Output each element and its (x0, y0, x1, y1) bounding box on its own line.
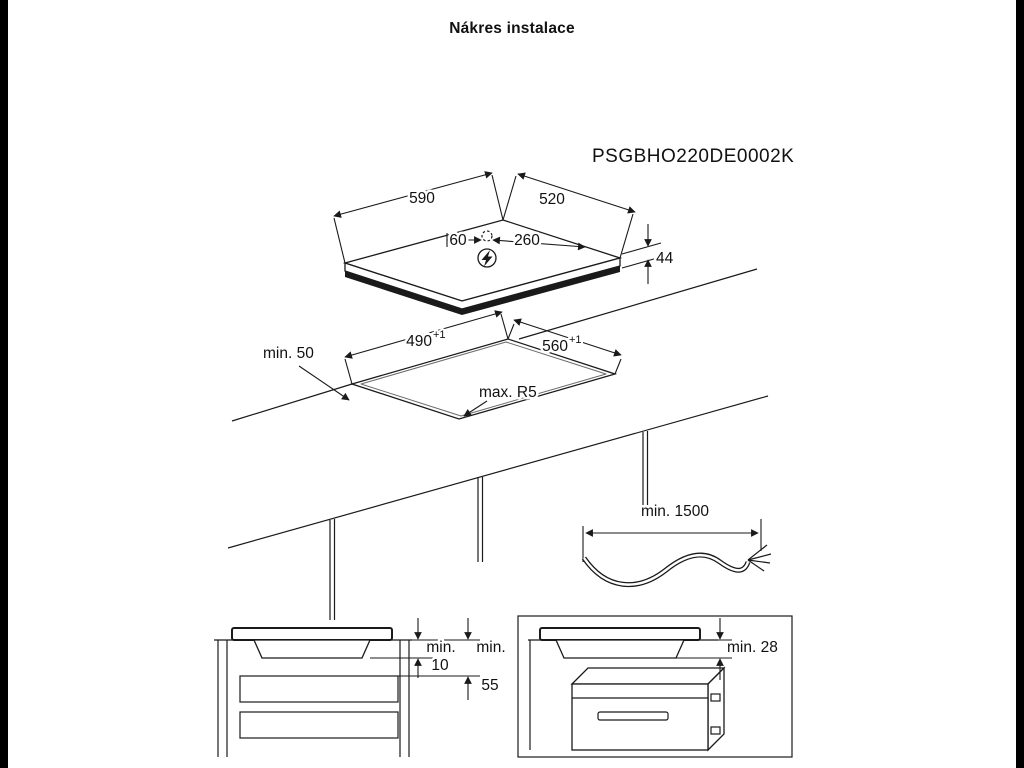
dim-560-label: 560 (542, 338, 568, 355)
oven-view-frame (517, 615, 793, 758)
dim-490-tolerance: +1 (433, 329, 446, 341)
hob-body-profile (252, 639, 372, 659)
hob-base-band (345, 266, 620, 315)
model-code: PSGBHO220DE0002K (592, 146, 794, 167)
cutout-hole (349, 338, 618, 420)
page-title: Nákres instalace (449, 20, 575, 37)
dim-44-label: 44 (656, 250, 674, 267)
oven-handle (597, 711, 669, 721)
cable-icon (581, 544, 772, 588)
dim-60-label: 60 (449, 232, 467, 249)
worktop-cutout-view: 490 +1 560 +1 max. R5 min. 50 (227, 268, 769, 620)
drawer-front-1 (239, 675, 399, 703)
hob-profile-oven (539, 627, 701, 641)
drawer-clearance-min-label-1: min. (426, 639, 455, 656)
dim-260-label: 260 (514, 232, 540, 249)
hob-body-profile-oven (554, 639, 686, 659)
edge-clearance-label: min. 50 (263, 345, 314, 362)
hob-3d-view: 590 520 60 260 44 (333, 171, 676, 315)
drawer-clearance-value-1: 10 (431, 657, 449, 674)
dim-520-label: 520 (539, 191, 565, 208)
dim-490-label: 490 (406, 333, 432, 350)
corner-radius-label: max. R5 (479, 384, 537, 401)
oven-icon (570, 666, 726, 752)
power-connection-icon (477, 248, 497, 268)
mains-cable-view: min. 1500 (581, 501, 772, 588)
drawer-clearance-value-2: 55 (481, 677, 498, 694)
drawer-clearance-view: min. 10 min. 55 (214, 618, 508, 757)
dim-560-tolerance: +1 (569, 334, 582, 346)
hob-profile (231, 627, 393, 641)
cable-length-label: min. 1500 (641, 503, 709, 520)
drawer-clearance-min-label-2: min. (476, 639, 505, 656)
oven-clearance-label: min. 28 (727, 639, 778, 656)
dim-590-label: 590 (409, 190, 435, 207)
worktop-front-edge (227, 395, 769, 549)
drawer-front-2 (239, 711, 399, 739)
worktop-back-edge (231, 383, 353, 422)
oven-clearance-view: min. 28 (517, 615, 793, 758)
reference-circle (481, 230, 493, 242)
